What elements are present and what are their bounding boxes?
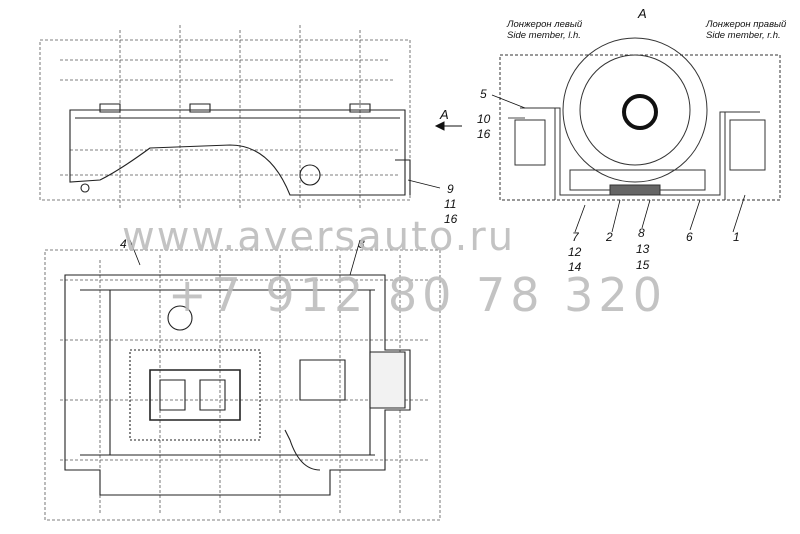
callout-13: 13 bbox=[636, 242, 650, 256]
view-a-arrow bbox=[434, 121, 462, 131]
left-member-caption-ru: Лонжерон левый bbox=[507, 19, 583, 30]
view-a-arrow-label: A bbox=[440, 107, 449, 122]
callout-15: 15 bbox=[636, 258, 650, 272]
callout-16-lower: 16 bbox=[444, 212, 458, 226]
callout-6: 6 bbox=[686, 230, 693, 244]
callout-1: 1 bbox=[733, 230, 740, 244]
callout-14: 14 bbox=[568, 260, 582, 274]
watermark-phone: +7 912 80 78 320 bbox=[168, 268, 667, 322]
callout-2: 2 bbox=[606, 230, 613, 244]
callout-12: 12 bbox=[568, 245, 582, 259]
left-member-caption-en: Side member, l.h. bbox=[507, 30, 581, 41]
right-member-caption-en: Side member, r.h. bbox=[706, 30, 781, 41]
callout-3: 3 bbox=[358, 237, 365, 251]
callout-8: 8 bbox=[638, 226, 645, 240]
leader-lines bbox=[129, 94, 746, 276]
callout-9: 9 bbox=[447, 182, 454, 196]
callout-10: 10 bbox=[477, 112, 491, 126]
callout-11: 11 bbox=[444, 197, 457, 211]
background-chassis-hatching bbox=[39, 25, 441, 521]
callout-7: 7 bbox=[572, 230, 579, 244]
watermark-site: www.aversauto.ru bbox=[122, 214, 516, 260]
right-member-caption-ru: Лонжерон правый bbox=[706, 19, 787, 30]
callout-4: 4 bbox=[120, 237, 127, 251]
callout-5: 5 bbox=[480, 87, 487, 101]
section-view-a bbox=[499, 37, 781, 201]
callout-16: 16 bbox=[477, 127, 491, 141]
side-view-frame bbox=[69, 103, 411, 196]
plan-view-frame bbox=[64, 274, 411, 496]
view-a-title: A bbox=[638, 6, 647, 21]
